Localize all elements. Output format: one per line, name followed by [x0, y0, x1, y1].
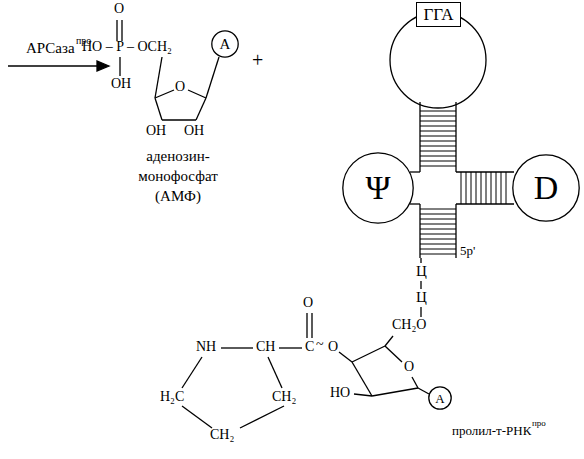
adenine-circle: A [211, 30, 239, 58]
node-text: A [220, 37, 231, 52]
pseudouridine-loop: Ψ [342, 152, 414, 224]
atom-label: HO [330, 386, 350, 400]
node-text: A [435, 392, 444, 405]
node-text: ГГА [423, 6, 453, 23]
nucleotide-letter: Ц [416, 290, 427, 305]
high-energy-bond: ~ [316, 338, 324, 352]
compound-caption: пролил-т-РНК [452, 424, 531, 437]
atom-label: CH₂ [272, 390, 296, 404]
atom-label: O [114, 2, 124, 16]
d-loop: D [512, 154, 580, 222]
atom-label: H₂C [160, 390, 184, 404]
atom-label: O [328, 340, 338, 354]
superscript: про [532, 419, 546, 428]
atom-label: NH [196, 340, 216, 354]
adenine-circle: A [428, 386, 452, 410]
end-label: 5р' [460, 244, 475, 257]
node-text: D [534, 171, 559, 205]
atom-label: CH₂O [392, 318, 426, 332]
phosphate-formula: HO – P – OCH₂ [82, 40, 172, 54]
atom-label: CH [256, 340, 275, 354]
atom-label: O [175, 80, 185, 94]
plus-sign: + [252, 50, 263, 70]
atom-label: CH₂ [210, 428, 234, 442]
atom-label: O [303, 296, 313, 310]
compound-caption: аденозин- монофосфат (АМФ) [128, 146, 228, 206]
anticodon-box: ГГА [416, 2, 461, 27]
atom-label: O [404, 360, 414, 374]
enzyme-name: АРСаза [26, 41, 75, 56]
atom-label: OH [146, 124, 166, 138]
node-text: Ψ [365, 171, 390, 205]
nucleotide-letter: Ц [416, 264, 427, 279]
atom-label: OH [111, 77, 131, 91]
atom-label: C [305, 340, 314, 354]
atom-label: OH [184, 124, 204, 138]
